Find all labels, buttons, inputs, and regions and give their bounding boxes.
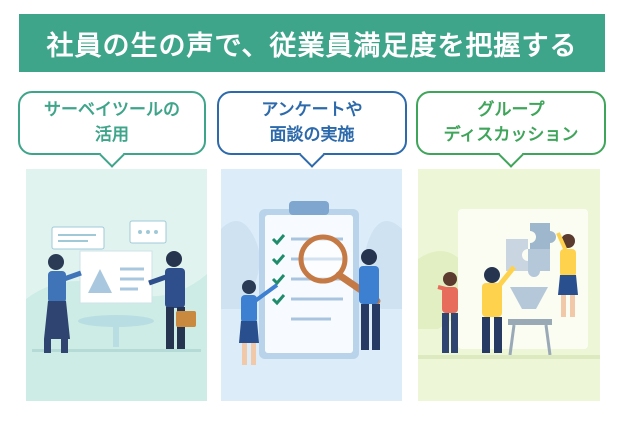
method-label-survey-tool: サーベイツールの 活用: [18, 91, 206, 155]
method-label-group-discussion: グループ ディスカッション: [416, 91, 606, 155]
method-label-questionnaire: アンケートや 面談の実施: [217, 91, 407, 155]
method-label-line2: ディスカッション: [443, 125, 579, 145]
method-label-line1: アンケートや: [261, 100, 363, 120]
presentation-illustration: [26, 169, 207, 401]
checklist-magnifier-illustration: [221, 169, 402, 401]
method-label-line1: グループ: [477, 100, 545, 120]
page-title: 社員の生の声で、従業員満足度を把握する: [19, 14, 605, 72]
method-label-line1: サーベイツールの: [44, 100, 180, 120]
method-label-line2: 面談の実施: [269, 125, 355, 145]
puzzle-teamwork-illustration: [418, 169, 600, 401]
method-label-line2: 活用: [95, 125, 129, 145]
